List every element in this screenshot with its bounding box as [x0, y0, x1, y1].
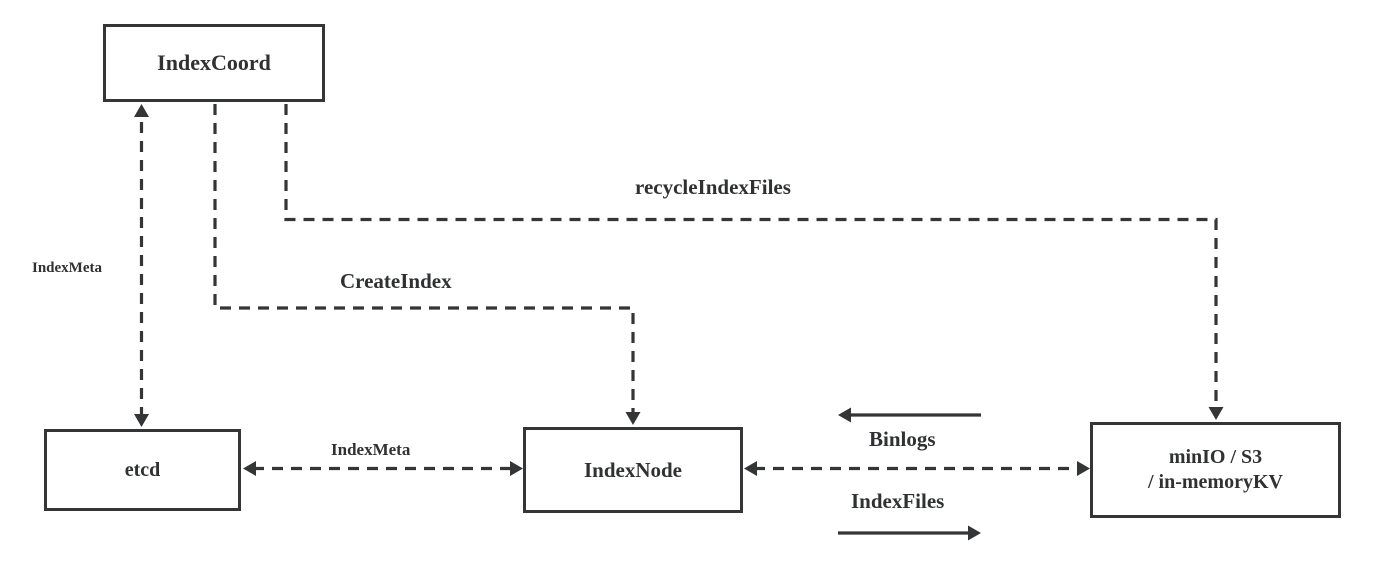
arrowhead-binlogs-0 [838, 407, 851, 423]
edge-label-lbl-binlogs: Binlogs [869, 427, 936, 451]
arrowhead-indexmeta-coord-etcd-1 [134, 414, 149, 427]
node-label-storage: minIO / S3 / in-memoryKV [1148, 446, 1283, 493]
node-label-etcd: etcd [124, 458, 161, 481]
edge-label-lbl-indexmeta-vertical: IndexMeta [32, 260, 102, 276]
edge-label-lbl-recycleindexfiles: recycleIndexFiles [635, 175, 791, 199]
node-label-indexcoord: IndexCoord [157, 50, 271, 76]
edge-createindex [213, 104, 635, 417]
arrowhead-createindex-0 [625, 412, 641, 425]
arrowhead-recycleindexfiles-0 [1208, 407, 1224, 420]
arrowhead-indexfiles-0 [968, 525, 981, 541]
edge-label-lbl-createindex: CreateIndex [340, 269, 452, 293]
arrowhead-indexnode-storage-1 [1077, 461, 1090, 476]
node-etcd[interactable]: etcd [44, 429, 241, 511]
edge-label-lbl-indexfiles: IndexFiles [851, 489, 945, 513]
edge-group [134, 104, 1224, 541]
edge-label-lbl-indexmeta-horizontal: IndexMeta [331, 440, 411, 459]
node-indexcoord[interactable]: IndexCoord [103, 24, 325, 102]
node-indexnode[interactable]: IndexNode [523, 427, 743, 513]
node-storage[interactable]: minIO / S3 / in-memoryKV [1090, 422, 1341, 518]
edge-recycleindexfiles [284, 104, 1218, 412]
arrowhead-indexmeta-etcd-indexnode-1 [510, 461, 523, 476]
arrowhead-indexmeta-coord-etcd-0 [134, 104, 149, 117]
arrowhead-indexmeta-etcd-indexnode-0 [243, 461, 256, 476]
arrowhead-indexnode-storage-0 [744, 461, 757, 476]
node-label-indexnode: IndexNode [583, 457, 683, 482]
